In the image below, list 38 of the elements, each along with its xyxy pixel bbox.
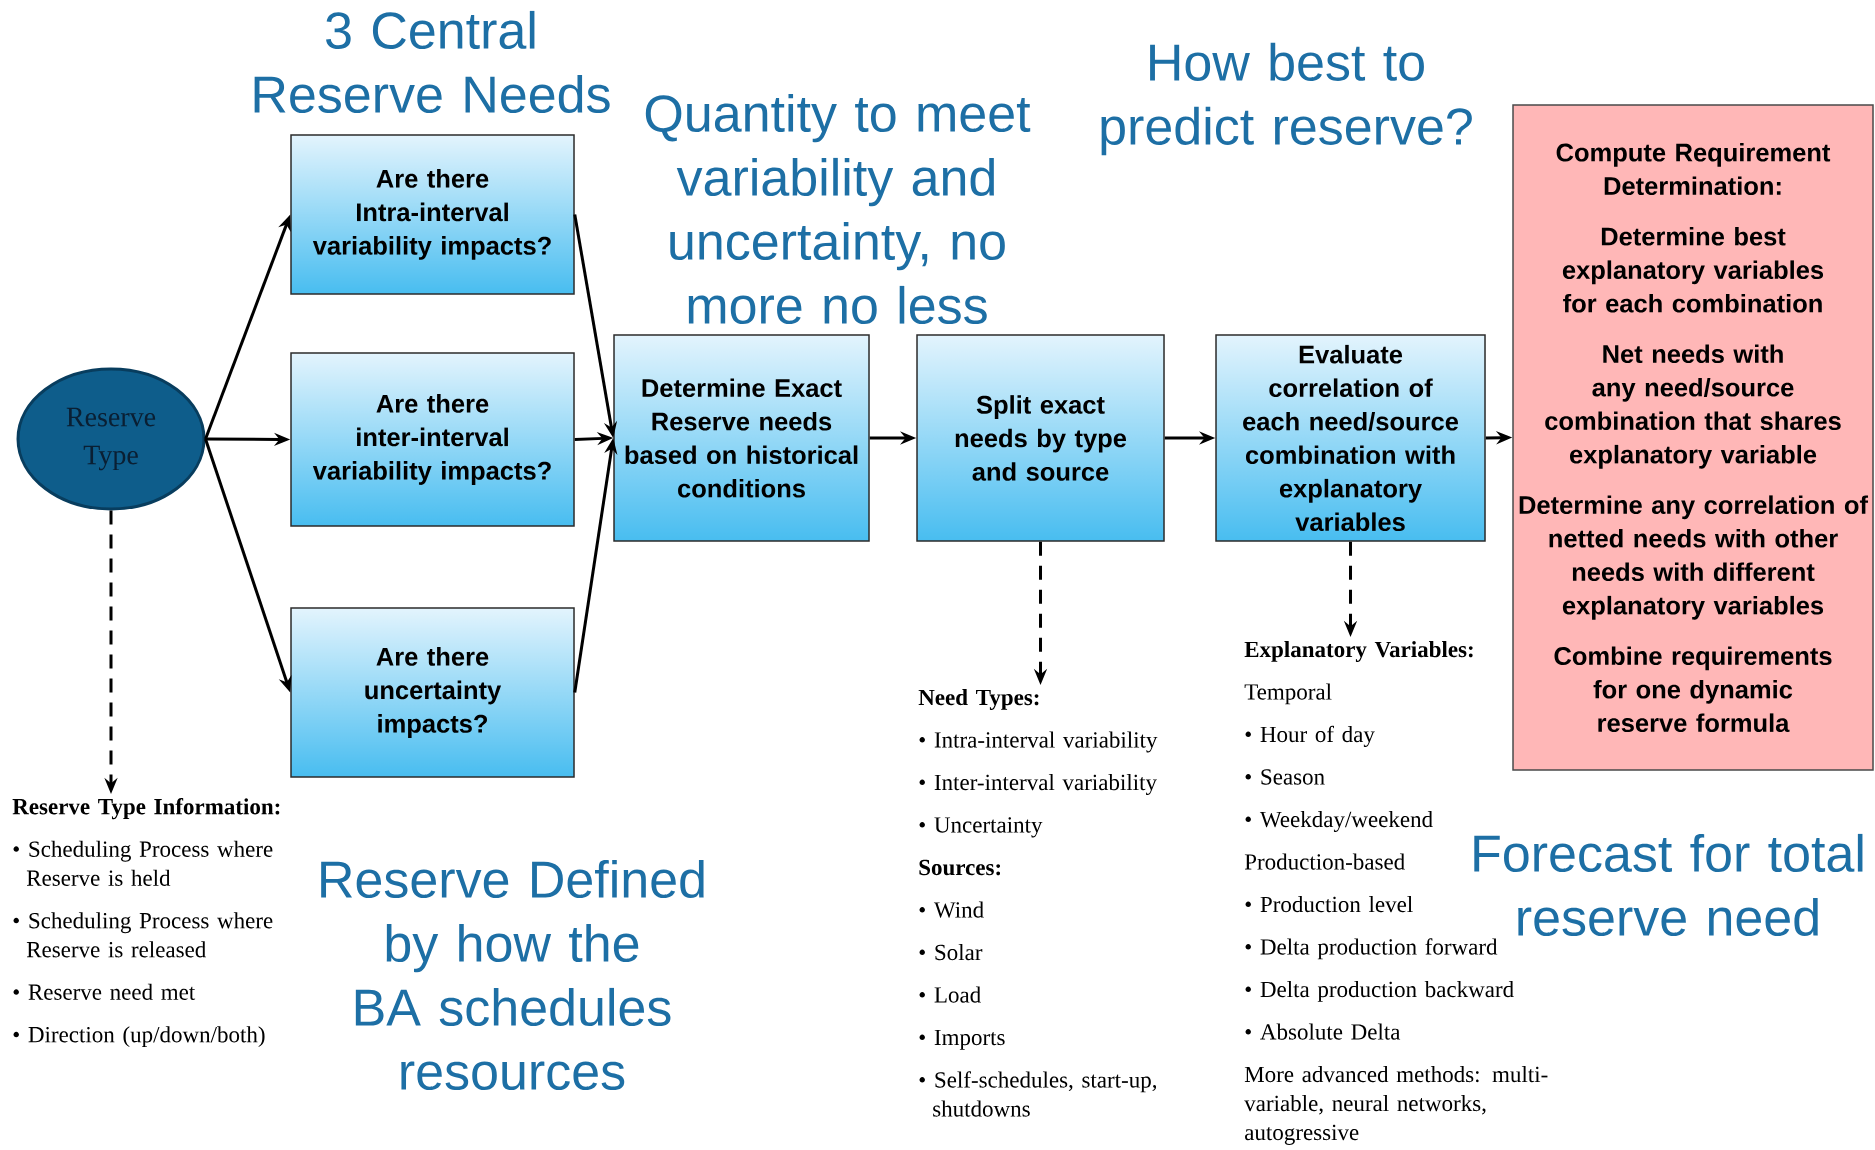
list-item: • Scheduling Process where Reserve is held <box>13 840 273 886</box>
list-item: • Direction (up/down/both) <box>13 1026 265 1048</box>
list-item: • Wind <box>919 901 984 918</box>
list-heading: Explanatory Variables: <box>1244 641 1473 662</box>
list-item: • Load <box>919 986 981 1003</box>
process-box: Are there uncertainty impacts? <box>290 607 575 778</box>
list-item: • Production level <box>1245 896 1413 913</box>
list-text: Temporal <box>1244 683 1332 705</box>
process-box: Evaluate correlation of each need/source combination with explanatory variables <box>1215 334 1486 542</box>
process-box: Are there inter-interval variability impacts? <box>290 352 575 527</box>
list-text: Production-based <box>1244 853 1405 870</box>
list-heading: Reserve Type Information: <box>12 798 280 820</box>
list-item: • Delta production forward <box>1245 938 1498 960</box>
list-item: • Inter-interval variability <box>919 774 1157 795</box>
list-item: • Imports <box>919 1029 1005 1050</box>
list-item: • Hour of day <box>1245 725 1375 747</box>
heading: How best to predict reserve? <box>1101 42 1472 156</box>
process-box: Determine Exact Reserve needs based on historical conditions <box>613 334 870 542</box>
heading: Quantity to meet variability and uncertainty, no more no less <box>645 93 1031 325</box>
process-box: Are there Intra-interval variability impacts? <box>290 134 575 295</box>
list-item: • Season <box>1245 769 1325 785</box>
heading: Forecast for total reserve need <box>1474 833 1863 937</box>
list-heading: Sources: <box>919 859 1001 876</box>
list-item: • Reserve need met <box>13 983 196 1000</box>
process-box: Split exact needs by type and source <box>916 334 1165 542</box>
list-item: • Solar <box>919 944 983 961</box>
list-text: More advanced methods: multi-variable, neural networks, autogressive <box>1244 1066 1548 1145</box>
ellipse-node: Reserve Type <box>16 367 206 511</box>
list-item: • Scheduling Process where Reserve is released <box>13 912 273 958</box>
list-item: • Uncertainty <box>919 817 1043 838</box>
heading: Reserve Defined by how the BA schedules resources <box>321 859 704 1091</box>
list-item: • Weekday/weekend <box>1245 811 1433 832</box>
list-item: • Delta production backward <box>1245 981 1514 1002</box>
list-heading: Need Types: <box>918 689 1039 710</box>
list-item: • Intra-interval variability <box>919 731 1158 753</box>
list-item: • Absolute Delta <box>1245 1023 1401 1040</box>
list-item: • Self-schedules, start-up, shutdowns <box>919 1071 1156 1117</box>
requirements-box: Compute Requirement Determination: Determine best explanatory variables for each combination Net needs with any need/source combination that shares explanatory variable Determine any correlation of netted needs with other needs with different explanatory variables Combine requirements for one dynamic reserve formula <box>1512 104 1874 771</box>
